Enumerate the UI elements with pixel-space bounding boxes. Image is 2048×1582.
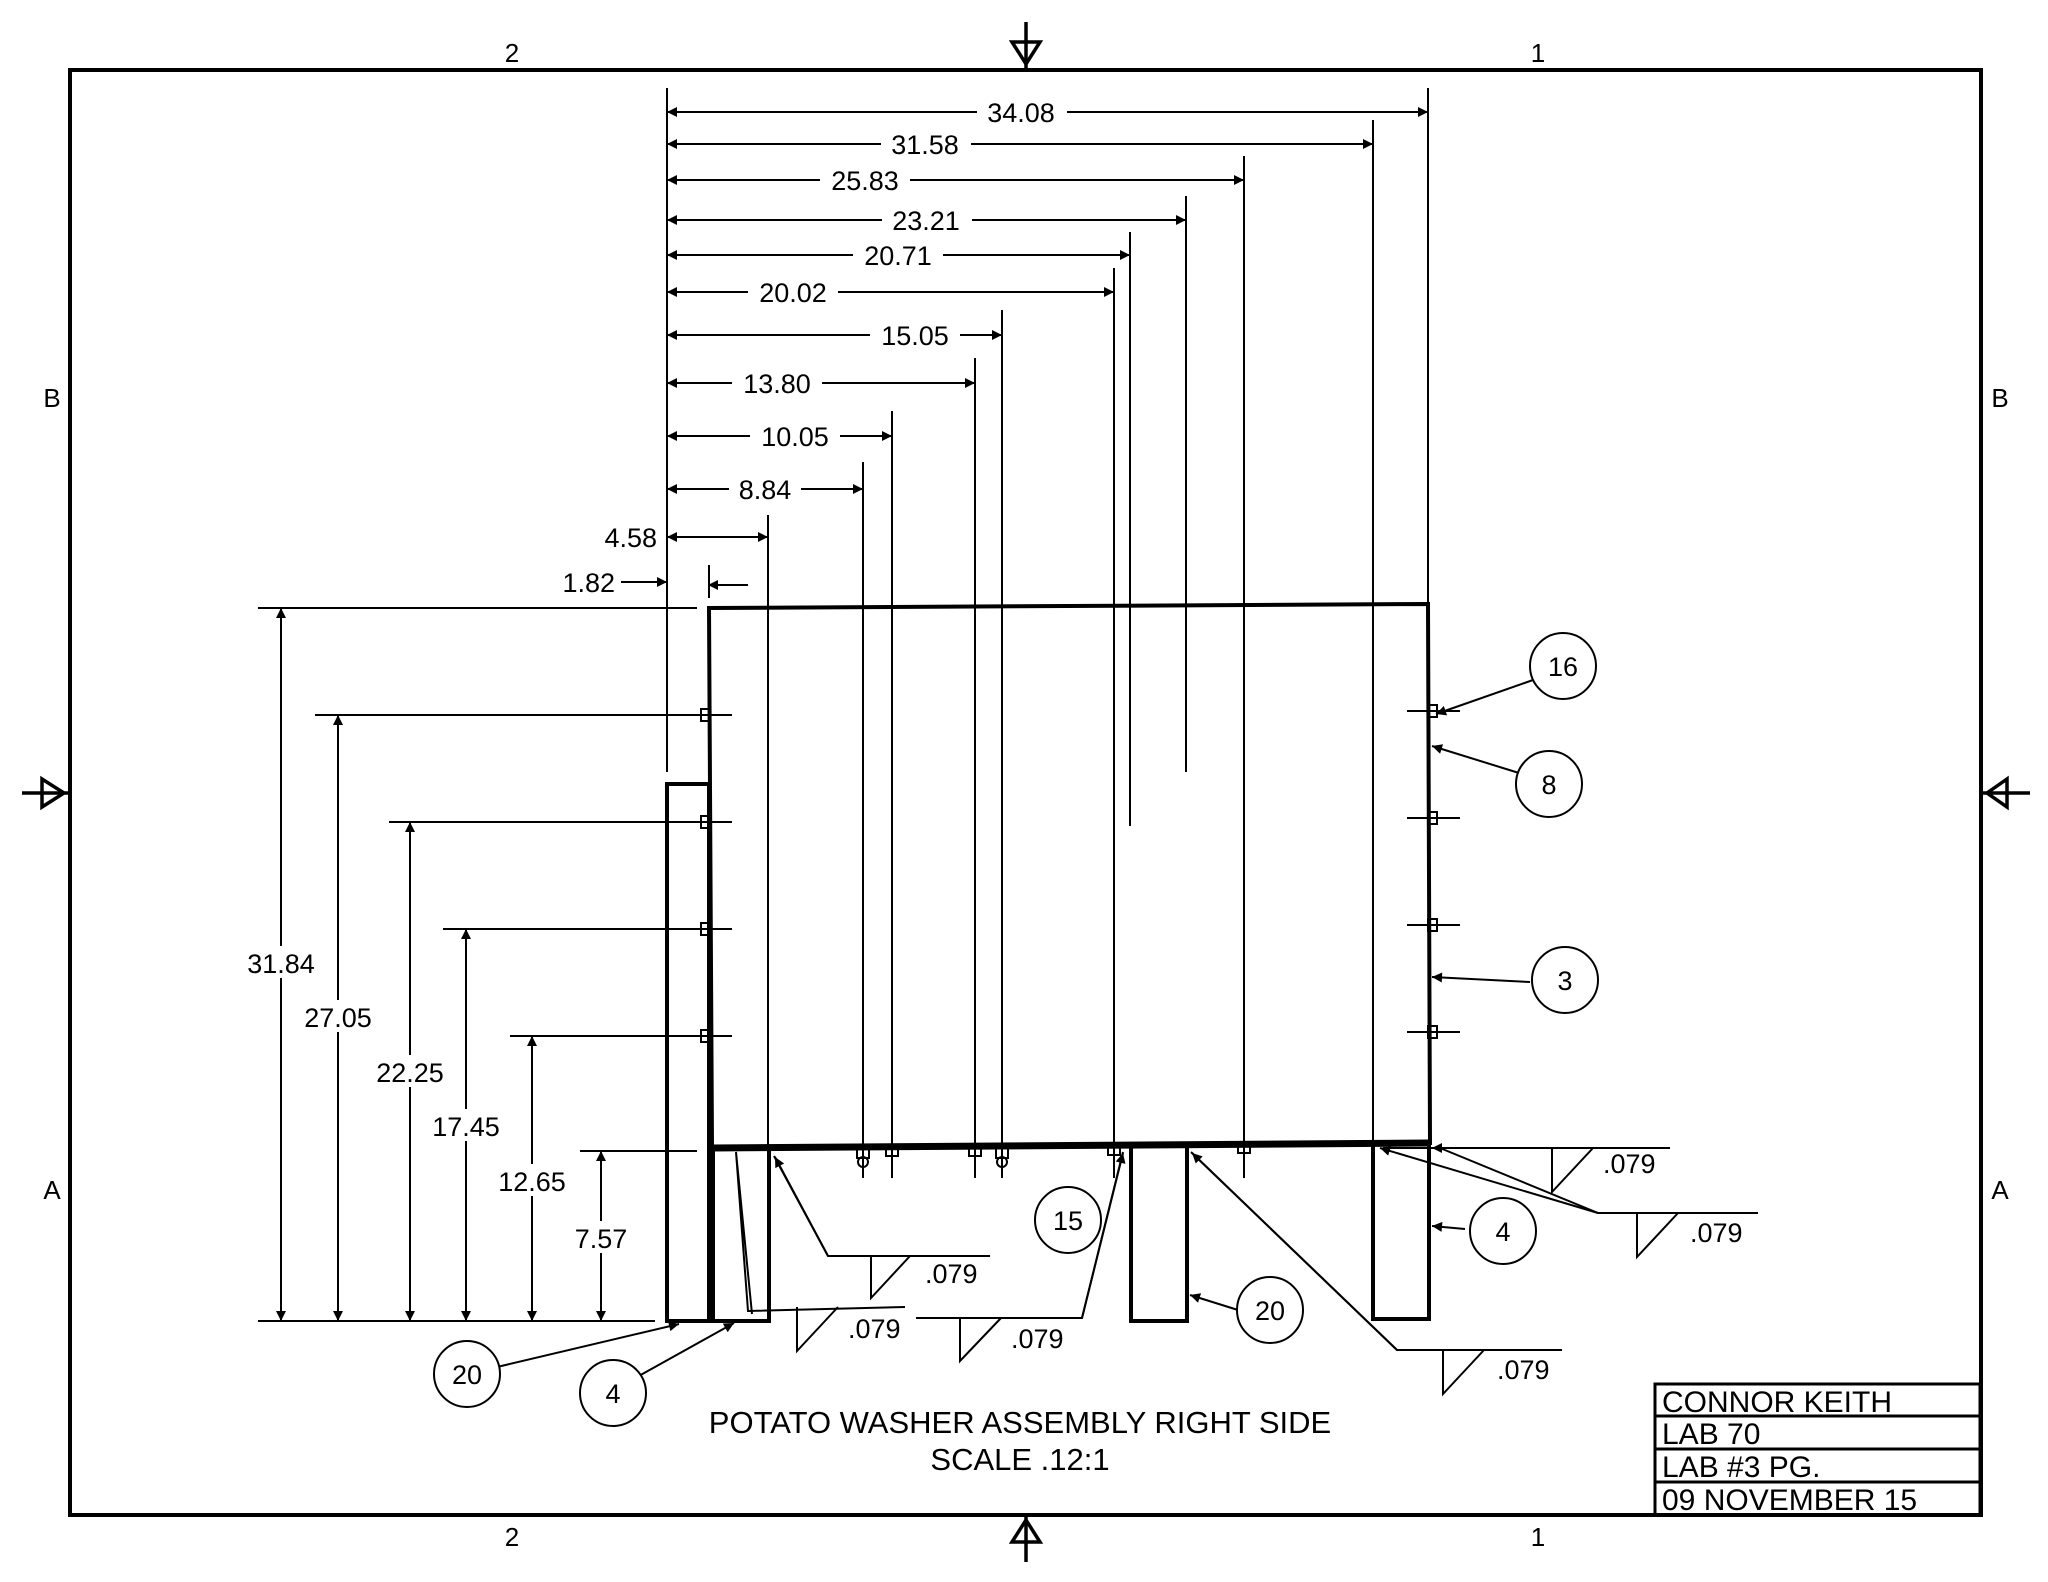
vertical-dimensions [258,607,730,1322]
balloon-15: 15 [1034,1186,1102,1254]
weld-label-3: .079 [1011,1324,1064,1354]
balloon-3: 3 [1531,946,1599,1014]
zone-labels: 2 1 2 1 B B A A [43,38,2009,1552]
front-leg-right [1371,1141,1431,1321]
dim-13-80: 13.80 [743,369,811,399]
zone-row-b-right: B [1991,383,2008,413]
centering-marks [22,22,2030,1562]
title-block-text: CONNOR KEITH LAB 70 LAB #3 PG. 09 NOVEMB… [1662,1386,1917,1517]
horizontal-dimension-labels: 34.08 31.58 25.83 23.21 20.71 20.02 15.0… [562,95,1067,598]
dim-27-05: 27.05 [304,1003,372,1033]
horizontal-dimensions [621,88,1429,1148]
dim-8-84: 8.84 [739,475,792,505]
balloons: 16 8 3 4 20 15 20 4 [433,632,1599,1427]
dim-25-83: 25.83 [831,166,899,196]
dim-1-82: 1.82 [562,568,615,598]
svg-text:15: 15 [1053,1206,1083,1236]
svg-text:20: 20 [1255,1296,1285,1326]
zone-row-a-left: A [43,1175,61,1205]
title-block-date: 09 NOVEMBER 15 [1662,1484,1917,1517]
front-leg-middle [1129,1144,1189,1323]
svg-text:3: 3 [1557,966,1572,996]
svg-text:8: 8 [1541,770,1556,800]
title-block-page: LAB #3 PG. [1662,1451,1820,1484]
title-block [1653,1382,1982,1517]
balloon-leaders [496,679,1534,1378]
balloon-8: 8 [1515,750,1583,818]
tank-body [706,601,1433,1151]
weld-label-6: .079 [1603,1149,1656,1179]
dim-12-65: 12.65 [498,1167,566,1197]
dim-34-08: 34.08 [987,98,1055,128]
dim-31-58: 31.58 [891,130,959,160]
zone-col-left-top: 2 [505,38,519,68]
dim-15-05: 15.05 [881,321,949,351]
front-leg-left [711,1146,771,1323]
weld-symbol-arrows [774,1143,1670,1351]
sheet-border [68,68,1983,1517]
dim-20-02: 20.02 [759,278,827,308]
drawing-scale: SCALE .12:1 [930,1442,1109,1477]
dim-4-58: 4.58 [604,523,657,553]
balloon-4-right: 4 [1469,1197,1537,1265]
weld-label-1: .079 [925,1259,978,1289]
drawing-title: POTATO WASHER ASSEMBLY RIGHT SIDE [709,1405,1331,1440]
dim-20-71: 20.71 [864,241,932,271]
dim-17-45: 17.45 [432,1112,500,1142]
dim-23-21: 23.21 [892,206,960,236]
balloon-20-left: 20 [433,1340,501,1408]
svg-text:4: 4 [1495,1217,1510,1247]
zone-col-right-top: 1 [1531,38,1545,68]
assembly-view [665,601,1460,1323]
zone-col-left-bottom: 2 [505,1522,519,1552]
balloon-16: 16 [1529,632,1597,700]
svg-text:16: 16 [1548,652,1578,682]
weld-symbol-labels: .079 .079 .079 .079 .079 .079 [848,1149,1743,1385]
balloon-4-left: 4 [579,1359,647,1427]
weld-label-2: .079 [848,1314,901,1344]
dim-31-84: 31.84 [247,949,315,979]
weld-symbols [735,1147,1758,1397]
title-block-course: LAB 70 [1662,1418,1760,1451]
dim-7-57: 7.57 [575,1224,628,1254]
zone-row-a-right: A [1991,1175,2009,1205]
left-leg-outer [665,782,711,1323]
svg-text:20: 20 [452,1360,482,1390]
svg-text:4: 4 [605,1379,620,1409]
weld-label-5: .079 [1690,1218,1743,1248]
zone-row-b-left: B [43,383,60,413]
zone-col-right-bottom: 1 [1531,1522,1545,1552]
vertical-dimension-labels: 31.84 27.05 22.25 17.45 12.65 7.57 [236,946,638,1254]
title-block-name: CONNOR KEITH [1662,1386,1892,1419]
weld-label-4: .079 [1497,1355,1550,1385]
balloon-20-right: 20 [1236,1276,1304,1344]
dim-22-25: 22.25 [376,1058,444,1088]
dim-10-05: 10.05 [761,422,829,452]
